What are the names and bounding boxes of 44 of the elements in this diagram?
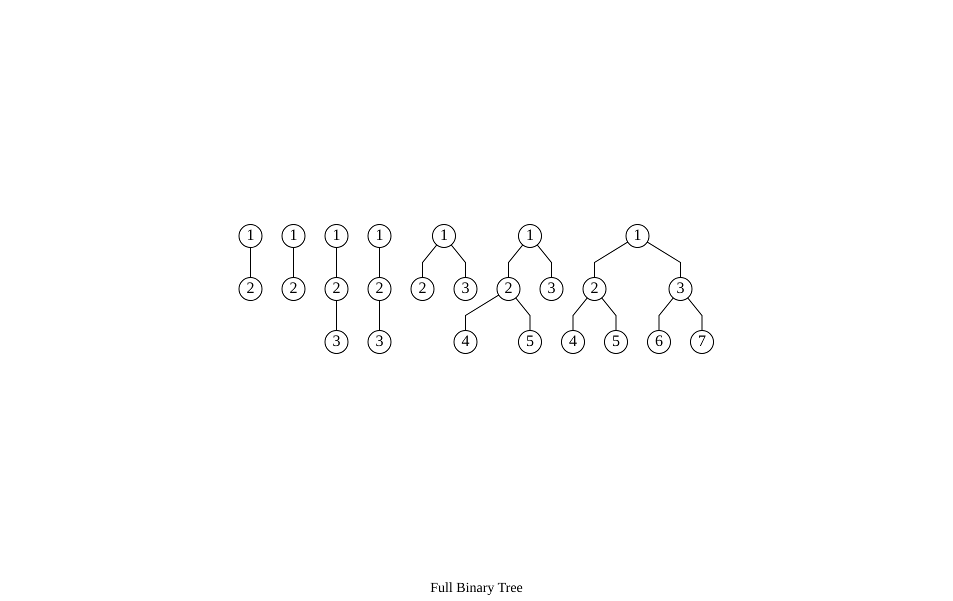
connector [336,246,338,278]
connector [508,244,524,278]
connector [516,296,531,330]
connector [451,244,466,278]
node-circle: 3 [324,330,349,354]
node-circle: 5 [604,330,628,354]
connector [647,241,682,278]
connector [250,246,252,278]
node-circle: 3 [540,276,564,300]
connector [293,246,294,278]
node-circle: 2 [496,276,521,300]
connector [572,296,588,330]
node-circle: 4 [454,330,478,354]
node-circle: 1 [626,224,650,248]
node-circle: 6 [647,330,672,354]
caption-text: Full Binary Tree [430,581,523,597]
connector [422,244,438,278]
node-circle: 2 [282,276,306,300]
node-circle: 3 [454,276,478,300]
node-circle: 2 [324,276,349,300]
connector [379,300,380,330]
node-circle: 3 [668,276,693,300]
connector [602,296,617,330]
node-circle: 4 [561,330,586,354]
node-circle: 1 [324,224,349,248]
connector [688,296,703,330]
connector [465,294,500,330]
node-circle: 3 [368,330,392,354]
connector [336,300,338,330]
node-circle: 5 [518,330,542,354]
node-circle: 1 [518,224,542,248]
node-circle: 1 [282,224,306,248]
connector [379,246,380,278]
connector [658,296,674,330]
connector [537,244,552,278]
node-circle: 2 [238,276,263,300]
node-circle: 1 [238,224,263,248]
node-circle: 2 [582,276,607,300]
node-circle: 1 [432,224,456,248]
connector [594,241,628,278]
node-circle: 1 [368,224,392,248]
node-circle: 7 [690,330,714,354]
node-circle: 2 [410,276,435,300]
node-circle: 2 [368,276,392,300]
